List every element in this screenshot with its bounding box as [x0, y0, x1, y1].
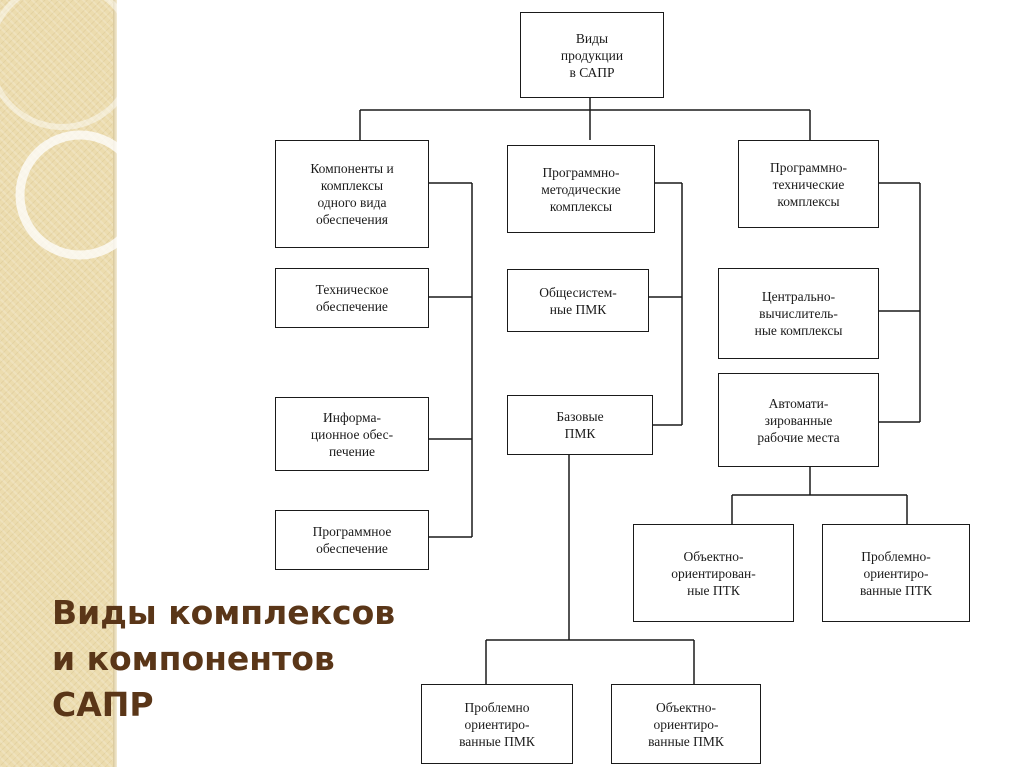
box-label-line: ориентиро- — [653, 716, 719, 732]
problem-oriented-ptk-box: Проблемно- ориентиро- ванные ПТК — [822, 524, 970, 622]
slide-title-line: САПР — [52, 685, 154, 724]
box-label-line: Проблемно- — [861, 548, 931, 564]
box-label-line: Базовые — [556, 409, 604, 424]
workstations-label: Автомати- зированные рабочие места — [757, 395, 839, 446]
decorative-side-band — [0, 0, 113, 767]
box-label-line: ные комплексы — [754, 323, 843, 338]
information-support-box: Информа- ционное обес- печение — [275, 397, 429, 471]
box-label-line: Центрально- — [761, 289, 836, 304]
box-label-line: ориентиро- — [863, 565, 929, 581]
software-support-label: Программное обеспечение — [313, 523, 392, 557]
decorative-ring-icon — [0, 0, 140, 260]
technical-header-box: Программно- технические комплексы — [738, 140, 879, 228]
box-label-line: Объектно- — [655, 699, 716, 715]
object-oriented-ptk-label: Объектно- ориентирован- ные ПТК — [671, 548, 755, 599]
box-label-line: зированные — [764, 412, 833, 428]
box-label-line: ванные ПМК — [648, 733, 724, 749]
box-label-line: печение — [328, 443, 376, 459]
box-label-line: методические — [541, 181, 621, 197]
central-computing-box: Центрально- вычислитель- ные комплексы — [718, 268, 879, 359]
object-oriented-ptk-box: Объектно- ориентирован- ные ПТК — [633, 524, 794, 622]
box-label-line: Информа- — [323, 409, 381, 425]
software-support-box: Программное обеспечение — [275, 510, 429, 570]
box-label-line: ванные ПТК — [859, 582, 933, 598]
root-label: Виды продукции в САПР — [561, 30, 623, 81]
root-label-line: продукции — [560, 47, 624, 63]
information-support-label: Информа- ционное обес- печение — [311, 409, 393, 460]
box-label-line: комплексы — [549, 198, 613, 214]
box-label-line: Общесистем- — [539, 284, 617, 300]
box-label-line: Техническое — [315, 282, 389, 297]
problem-oriented-pmk-label: Проблемно ориентиро- ванные ПМК — [459, 699, 535, 750]
box-label-line: комплексы — [777, 193, 840, 209]
system-wide-pmk-box: Общесистем- ные ПМК — [507, 269, 649, 332]
box-label-line: ПМК — [564, 426, 596, 441]
slide-title: Виды комплексов и компонентов САПР — [52, 590, 396, 728]
technical-header-label: Программно- технические комплексы — [770, 159, 847, 210]
box-label-line: ванные ПМК — [459, 733, 535, 749]
object-oriented-pmk-box: Объектно- ориентиро- ванные ПМК — [611, 684, 761, 764]
technical-support-box: Техническое обеспечение — [275, 268, 429, 328]
box-label-line: ные ПМК — [549, 301, 607, 317]
components-header-box: Компоненты и комплексы одного вида обесп… — [275, 140, 429, 248]
slide-title-line: Виды комплексов — [52, 593, 396, 632]
box-label-line: одного вида — [317, 195, 387, 210]
root-box: Виды продукции в САПР — [520, 12, 664, 98]
methodical-header-box: Программно- методические комплексы — [507, 145, 655, 233]
box-label-line: ориентирован- — [671, 565, 756, 581]
box-label-line: обеспечение — [316, 541, 388, 556]
methodical-header-label: Программно- методические комплексы — [541, 164, 621, 215]
box-label-line: технические — [772, 176, 845, 192]
workstations-box: Автомати- зированные рабочие места — [718, 373, 879, 467]
box-label-line: комплексы — [320, 178, 384, 193]
box-label-line: обеспечение — [316, 299, 388, 314]
box-label-line: вычислитель- — [759, 306, 838, 321]
object-oriented-pmk-label: Объектно- ориентиро- ванные ПМК — [648, 699, 724, 750]
box-label-line: обеспечения — [315, 212, 389, 227]
box-label-line: ориентиро- — [464, 716, 530, 732]
components-header-label: Компоненты и комплексы одного вида обесп… — [310, 160, 393, 228]
box-label-line: Программно- — [542, 164, 620, 180]
box-label-line: рабочие места — [757, 429, 840, 445]
problem-oriented-ptk-label: Проблемно- ориентиро- ванные ПТК — [860, 548, 932, 599]
side-band-edge — [113, 0, 117, 767]
root-label-line: Виды — [575, 30, 609, 46]
box-label-line: ные ПТК — [687, 582, 740, 598]
box-label-line: Компоненты и — [310, 161, 394, 176]
slide-title-line: и компонентов — [52, 639, 335, 678]
central-computing-label: Центрально- вычислитель- ные комплексы — [755, 288, 843, 339]
base-pmk-box: Базовые ПМК — [507, 395, 653, 455]
box-label-line: Автомати- — [768, 395, 829, 411]
base-pmk-label: Базовые ПМК — [556, 408, 603, 442]
box-label-line: Проблемно — [464, 699, 530, 715]
box-label-line: Программное — [312, 524, 392, 539]
box-label-line: Программно- — [769, 159, 848, 175]
root-label-line: в САПР — [569, 64, 615, 80]
problem-oriented-pmk-box: Проблемно ориентиро- ванные ПМК — [421, 684, 573, 764]
system-wide-pmk-label: Общесистем- ные ПМК — [539, 284, 616, 318]
box-label-line: ционное обес- — [310, 426, 394, 442]
box-label-line: Объектно- — [683, 548, 744, 564]
technical-support-label: Техническое обеспечение — [316, 281, 389, 315]
